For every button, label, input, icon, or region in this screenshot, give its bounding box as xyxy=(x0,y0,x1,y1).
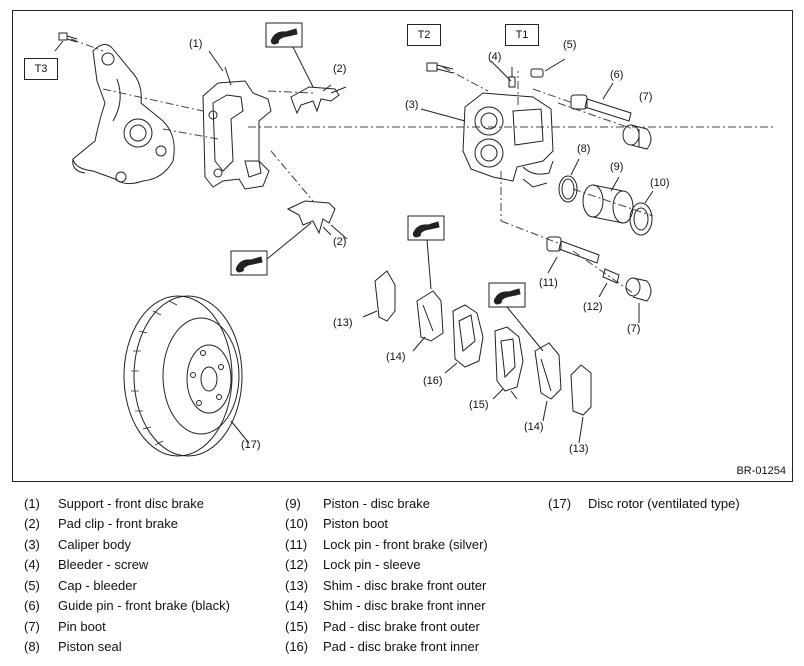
pad-outer xyxy=(492,326,524,400)
callout-11: (11) xyxy=(539,277,558,289)
diagram-drawing xyxy=(54,22,773,457)
shim-outer-left xyxy=(362,270,396,322)
callout-17: (17) xyxy=(241,439,261,451)
callout-12: (12) xyxy=(583,301,603,313)
pin-boot-upper xyxy=(622,124,652,150)
shim-outer-right xyxy=(570,364,592,444)
pad-clip-lower xyxy=(286,200,336,236)
callout-1: (1) xyxy=(189,38,203,50)
pad-clip-upper xyxy=(290,84,340,115)
support-bracket xyxy=(202,66,272,190)
torque-label-t3: T3 xyxy=(24,58,58,80)
callout-13-right: (13) xyxy=(569,443,589,455)
callout-14-left: (14) xyxy=(386,351,406,363)
lock-pin-sleeve xyxy=(598,268,620,298)
callout-3: (3) xyxy=(405,99,419,111)
disc-rotor xyxy=(123,295,250,457)
callout-2-lower: (2) xyxy=(333,236,347,248)
shim-inner-left xyxy=(412,290,444,352)
callout-9: (9) xyxy=(610,161,624,173)
callout-7-lower: (7) xyxy=(627,323,641,335)
torque-label-t2: T2 xyxy=(407,24,441,46)
callout-16: (16) xyxy=(423,375,443,387)
lock-pin xyxy=(546,236,600,274)
caliper-body xyxy=(462,92,554,188)
pin-boot-lower xyxy=(625,277,652,323)
torque-label-t1: T1 xyxy=(505,24,539,46)
piston-seal xyxy=(558,158,580,203)
parts-legend: (1)Support - front disc brake (2)Pad cli… xyxy=(24,496,740,654)
exploded-view-diagram: T3 T2 T1 (1) (2) (2) (3) (4) (5) (6) (7)… xyxy=(12,10,793,482)
callout-2-upper: (2) xyxy=(333,63,347,75)
piston xyxy=(582,176,634,224)
figure-reference-code: BR-01254 xyxy=(736,465,786,477)
callout-7-upper: (7) xyxy=(639,91,653,103)
callout-10: (10) xyxy=(650,177,670,189)
shim-inner-right xyxy=(534,342,562,422)
callout-4: (4) xyxy=(488,51,502,63)
callout-14-right: (14) xyxy=(524,421,544,433)
steering-knuckle xyxy=(72,44,175,185)
callout-6: (6) xyxy=(610,69,624,81)
guide-pin xyxy=(570,82,632,122)
callout-8: (8) xyxy=(577,143,591,155)
pad-inner xyxy=(444,304,484,374)
callout-15: (15) xyxy=(469,399,489,411)
callout-5: (5) xyxy=(563,39,577,51)
piston-boot xyxy=(629,190,654,236)
callout-13-left: (13) xyxy=(333,317,353,329)
